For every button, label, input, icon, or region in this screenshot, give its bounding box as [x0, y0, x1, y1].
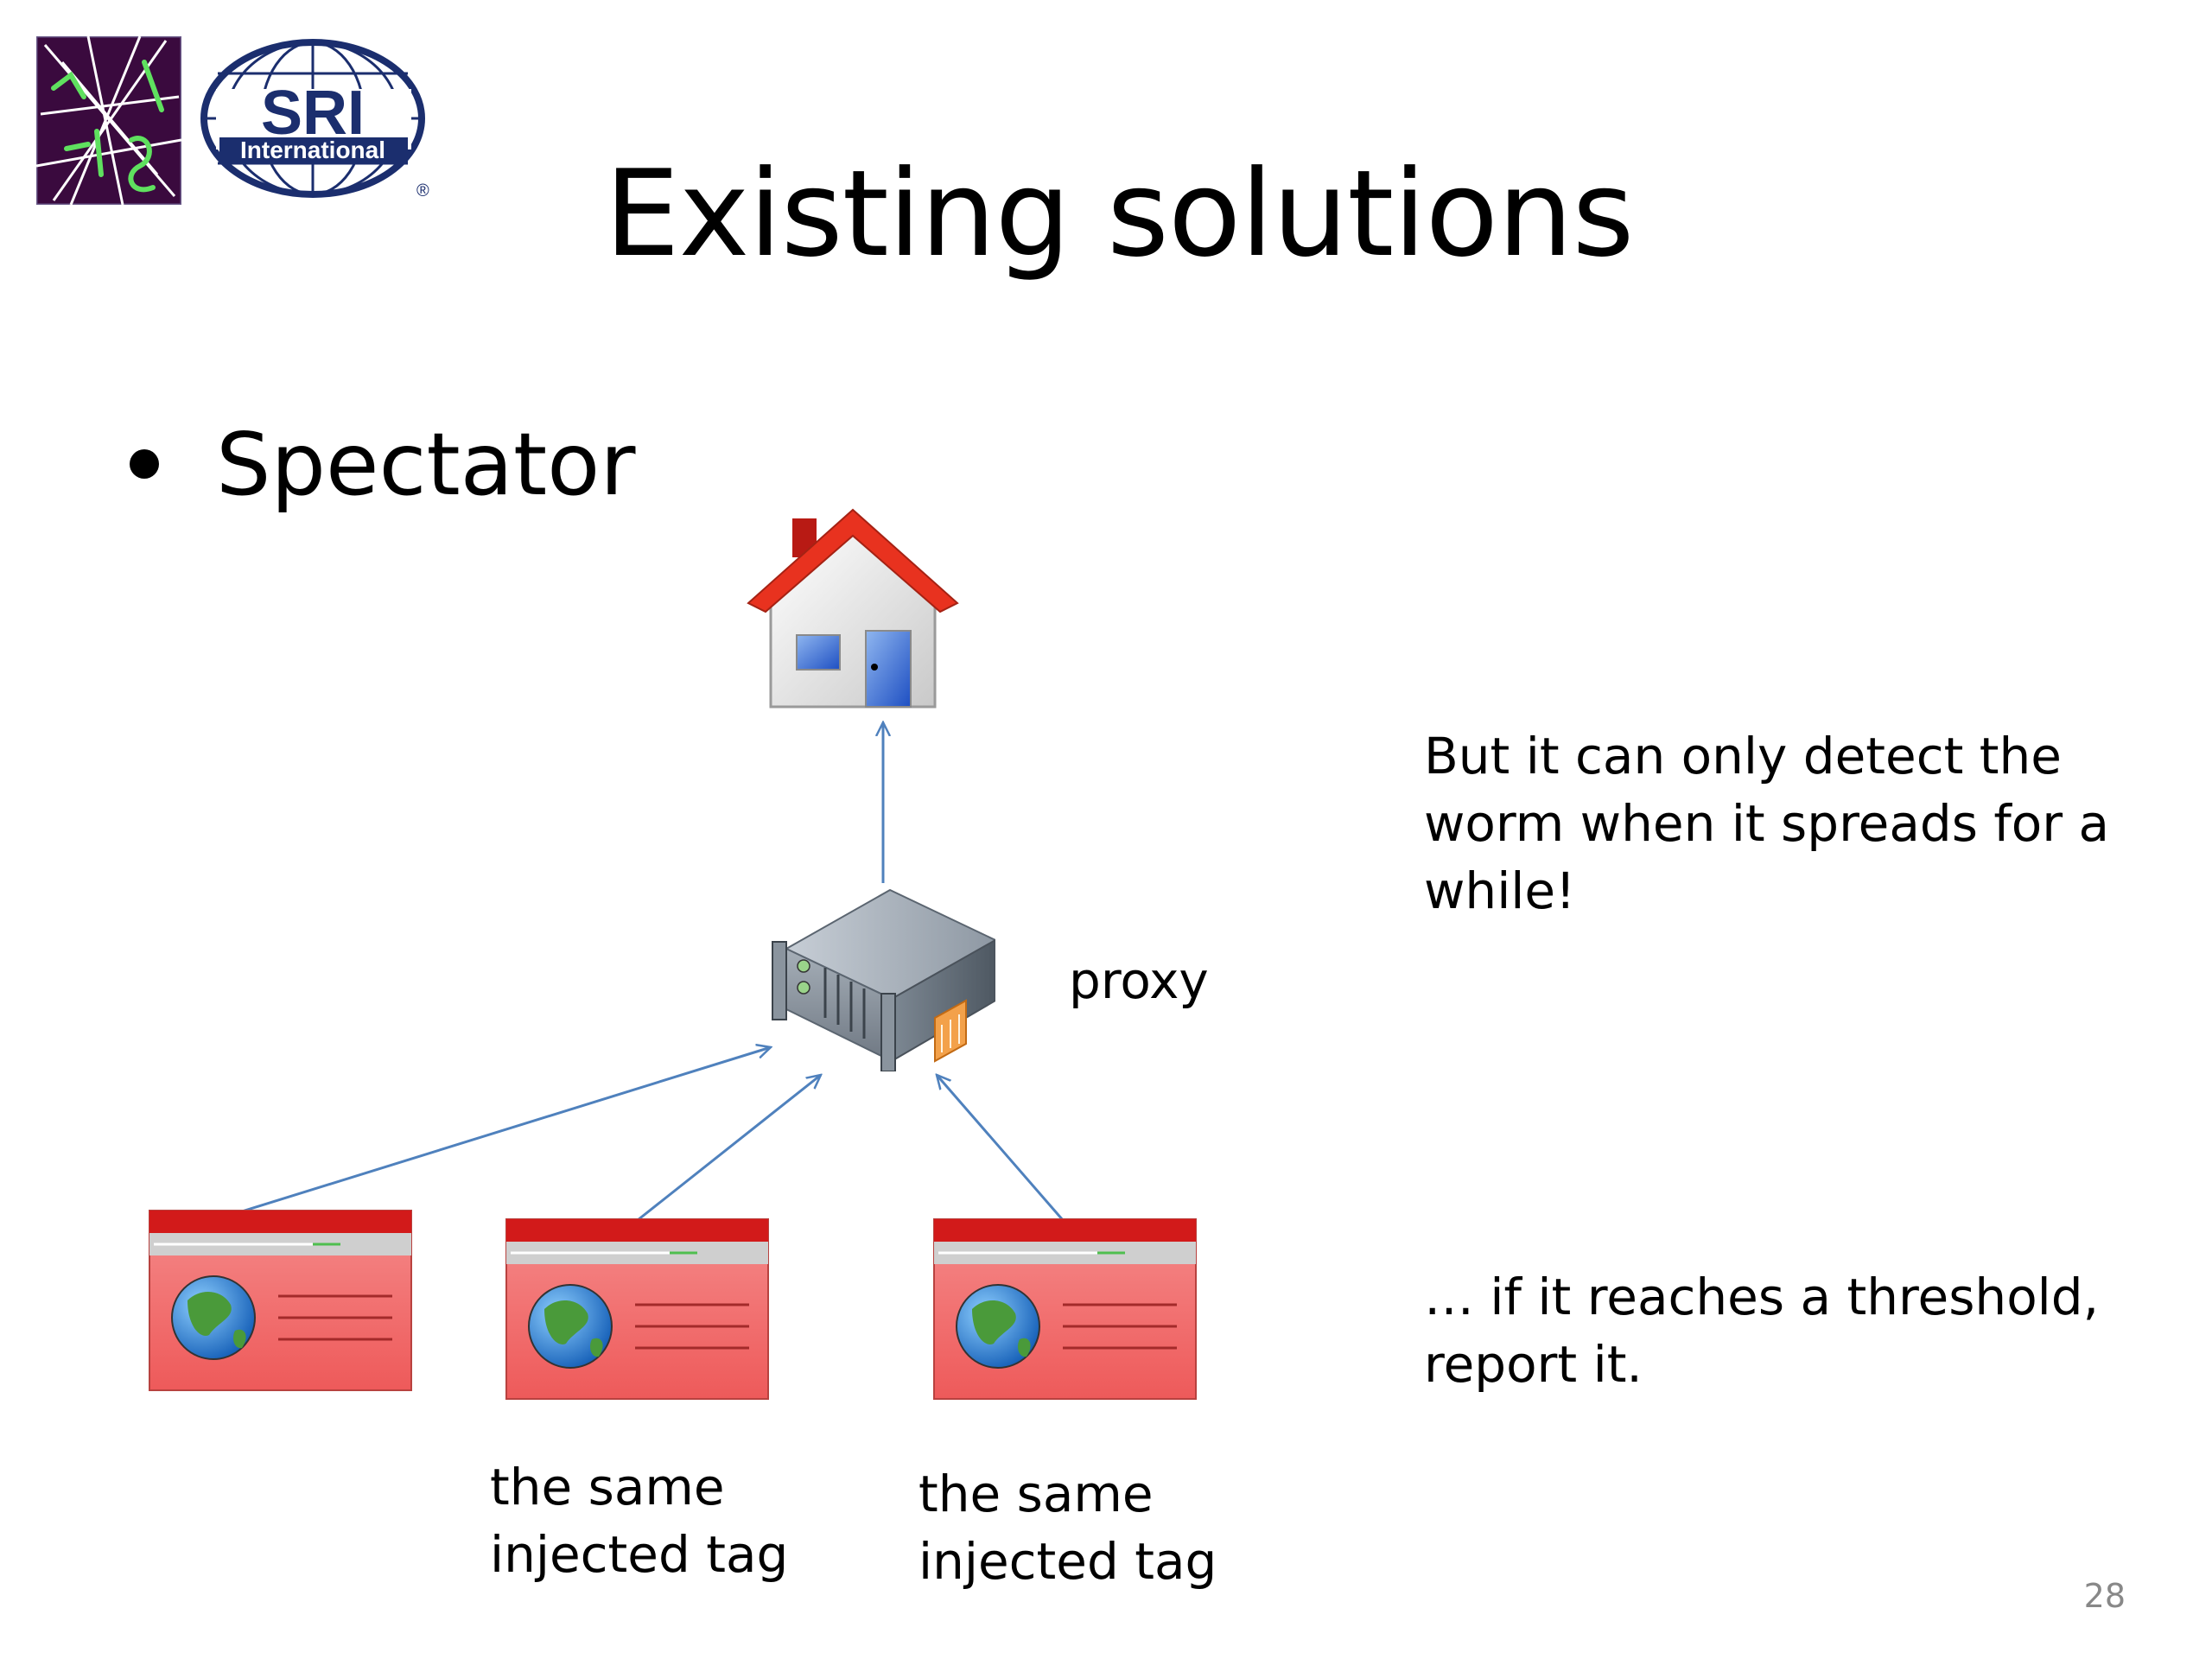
browser-window-icon: [933, 1218, 1197, 1400]
threshold-note: … if it reaches a threshold, report it.: [1424, 1263, 2099, 1398]
svg-text:®: ®: [416, 181, 429, 200]
detection-note: But it can only detect the worm when it …: [1424, 722, 2109, 925]
note-line: report it.: [1424, 1335, 1643, 1394]
slide-title: Existing solutions: [604, 144, 1635, 283]
house-icon: [747, 508, 959, 709]
note-line: … if it reaches a threshold,: [1424, 1268, 2100, 1326]
arrow-browser3-to-proxy: [937, 1075, 1065, 1221]
injected-tag-label-line: injected tag: [490, 1525, 789, 1584]
injected-tag-label-line: the same: [918, 1465, 1154, 1523]
ist-logo: [36, 36, 181, 205]
bullet-dot: [130, 449, 159, 479]
injected-tag-label-line: the same: [490, 1458, 725, 1516]
note-line: But it can only detect the: [1424, 727, 2062, 785]
browser-window-icon: [505, 1218, 769, 1400]
injected-tag-label: the same injected tag: [490, 1453, 788, 1588]
svg-text:International: International: [240, 137, 385, 163]
injected-tag-label-line: injected tag: [918, 1532, 1217, 1591]
proxy-label: proxy: [1069, 951, 1209, 1010]
bullet-text: Spectator: [216, 414, 636, 515]
sri-logo: SRI International ®: [200, 39, 429, 200]
server-icon: [772, 888, 995, 1071]
page-number: 28: [2083, 1577, 2126, 1615]
browser-window-icon: [149, 1210, 412, 1391]
svg-text:SRI: SRI: [261, 79, 365, 148]
injected-tag-label: the same injected tag: [918, 1460, 1217, 1595]
arrow-browser1-to-proxy: [241, 1047, 771, 1213]
note-line: worm when it spreads for a: [1424, 794, 2110, 853]
arrow-browser2-to-proxy: [637, 1075, 821, 1222]
note-line: while!: [1424, 861, 1576, 920]
